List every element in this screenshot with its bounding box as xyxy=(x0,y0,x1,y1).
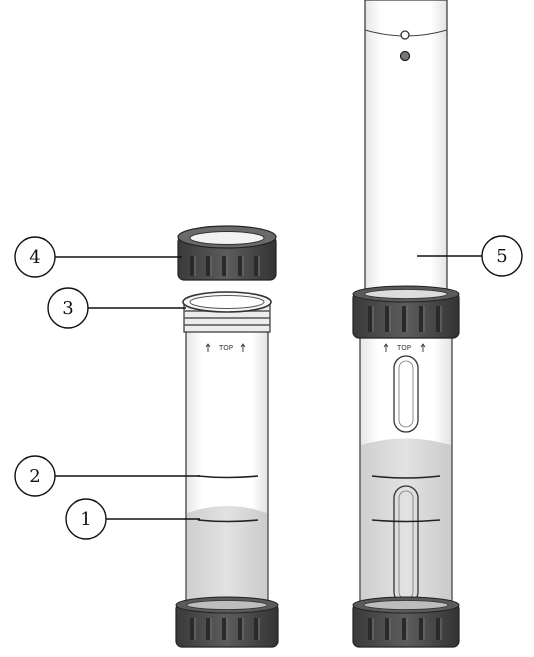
callout-5: 5 xyxy=(417,235,523,277)
callout-4: 4 xyxy=(14,236,182,278)
left-sample-tube: TOP xyxy=(175,225,279,648)
left-bottom-cap xyxy=(175,596,279,648)
top-label-right: TOP xyxy=(396,344,411,352)
fill-line-upper xyxy=(197,475,259,479)
callout-1-label: 1 xyxy=(80,509,91,530)
probe-hole-lower xyxy=(399,50,411,62)
callout-5-circle xyxy=(481,235,523,277)
callout-3-circle xyxy=(47,287,89,329)
callout-2: 2 xyxy=(14,455,200,497)
callout-2-circle xyxy=(14,455,56,497)
right-fill-line-lower xyxy=(371,519,441,523)
right-assembled-unit: TOP xyxy=(352,0,460,648)
probe-hole-upper xyxy=(400,30,410,40)
callout-4-circle xyxy=(14,236,56,278)
callout-3-label: 3 xyxy=(62,298,73,319)
right-upper-cap xyxy=(352,285,460,339)
left-tube-liquid xyxy=(187,506,267,604)
callout-2-label: 2 xyxy=(29,466,40,487)
right-top-marking: TOP xyxy=(383,343,426,352)
probe-tube xyxy=(364,0,448,301)
left-top-marking: TOP xyxy=(205,343,246,352)
threaded-neck xyxy=(182,291,272,333)
callout-3: 3 xyxy=(47,287,186,329)
callout-1-circle xyxy=(65,498,107,540)
callout-4-label: 4 xyxy=(29,247,40,268)
right-fill-line-upper xyxy=(371,475,441,479)
callout-5-label: 5 xyxy=(496,246,507,267)
callout-1: 1 xyxy=(65,498,200,540)
top-label-left: TOP xyxy=(218,344,233,352)
upper-viewing-slot xyxy=(393,355,419,433)
fill-line-lower xyxy=(197,519,259,523)
right-bottom-cap xyxy=(352,596,460,648)
loose-screw-cap xyxy=(177,225,277,281)
